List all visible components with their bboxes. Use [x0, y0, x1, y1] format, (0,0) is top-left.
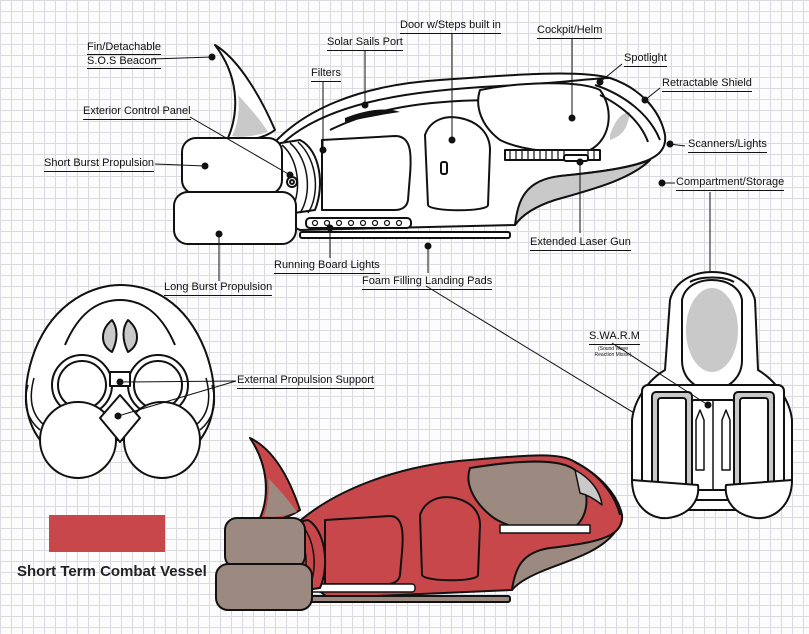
- side-fin-shade: [232, 95, 268, 137]
- side-view: [173, 44, 667, 245]
- label-laser-gun: Extended Laser Gun: [530, 236, 631, 251]
- color-swatch: [49, 515, 165, 552]
- front-fin-left: [102, 319, 118, 353]
- side-control-panel-inner: [289, 179, 295, 185]
- label-swarm-sub-line1: (Sound Wave: [597, 346, 629, 352]
- top-thruster-left: [631, 479, 700, 520]
- top-right-bay-inner: [739, 397, 769, 489]
- side-filters-panel: [321, 135, 412, 211]
- front-leaders: [114, 378, 237, 420]
- side-laser-grill-lines: [509, 150, 595, 160]
- color-filter-panel: [324, 515, 404, 585]
- label-cockpit: Cockpit/Helm: [537, 24, 603, 39]
- side-cockpit: [477, 82, 610, 153]
- color-nose-band: [574, 461, 621, 516]
- color-belly-shade: [511, 531, 616, 591]
- color-long-thruster: [215, 563, 313, 611]
- label-short-burst: Short Burst Propulsion: [44, 157, 155, 172]
- color-landing-pad: [309, 595, 511, 603]
- label-retractable-shield: Retractable Shield: [662, 77, 752, 92]
- label-running-board: Running Board Lights: [274, 259, 380, 274]
- color-door: [419, 496, 481, 582]
- label-solar-sails-port: Solar Sails Port: [327, 36, 403, 51]
- color-view: [215, 437, 624, 611]
- color-fin-shade: [264, 478, 297, 517]
- label-spotlight: Spotlight: [624, 52, 667, 67]
- label-swarm: S.WA.R.M: [589, 330, 640, 345]
- side-landing-pad: [299, 231, 511, 239]
- label-long-burst: Long Burst Propulsion: [164, 281, 273, 296]
- label-foam-landing-pads: Foam Filling Landing Pads: [362, 275, 493, 290]
- color-running-board: [309, 583, 416, 593]
- side-canopy: [282, 77, 611, 144]
- front-side-rings: [24, 377, 216, 431]
- side-door-handle: [440, 161, 448, 175]
- label-fin-line1: Fin/Detachable: [87, 41, 161, 55]
- front-inner-hull: [64, 299, 176, 346]
- side-running-board: [305, 217, 412, 229]
- side-long-thruster: [173, 191, 297, 245]
- label-fin-line2: S.O.S Beacon: [87, 55, 161, 69]
- side-nose-layer: [594, 84, 661, 141]
- color-canopy-glass: [574, 469, 603, 506]
- side-laser-gun: [563, 154, 589, 162]
- front-thruster-br: [123, 401, 201, 479]
- top-view: [631, 271, 793, 520]
- label-door: Door w/Steps built in: [400, 19, 501, 34]
- label-filters: Filters: [311, 67, 341, 82]
- side-door: [424, 116, 491, 212]
- side-running-lights: [311, 219, 403, 227]
- color-laser-grill: [499, 524, 591, 534]
- label-swarm-sub: (Sound Wave Reaction Missle): [584, 346, 642, 358]
- label-fin-sos-beacon: Fin/Detachable S.O.S Beacon: [87, 41, 161, 70]
- vessel-caption: Short Term Combat Vessel: [17, 563, 207, 580]
- side-nose-layer2: [599, 94, 649, 143]
- side-solar-port: [345, 109, 400, 122]
- label-compartment: Compartment/Storage: [676, 176, 785, 191]
- side-leaders: [151, 33, 714, 434]
- color-short-thruster: [224, 517, 306, 569]
- side-cockpit-glass: [610, 112, 630, 140]
- top-cockpit-glass: [686, 288, 738, 372]
- top-left-bay-inner: [657, 397, 687, 489]
- label-scanners: Scanners/Lights: [688, 138, 767, 153]
- side-belly-shade: [514, 159, 651, 226]
- label-exterior-control-panel: Exterior Control Panel: [83, 105, 191, 120]
- top-swarm-missiles: [695, 400, 731, 490]
- label-external-propulsion: External Propulsion Support: [237, 374, 374, 389]
- top-thruster-right: [724, 479, 793, 520]
- front-fin-right: [122, 319, 138, 353]
- top-front-rim: [689, 276, 735, 283]
- front-thruster-bl: [39, 401, 117, 479]
- label-swarm-sub-line2: Reaction Missle): [594, 352, 632, 358]
- top-leaders: [611, 342, 712, 409]
